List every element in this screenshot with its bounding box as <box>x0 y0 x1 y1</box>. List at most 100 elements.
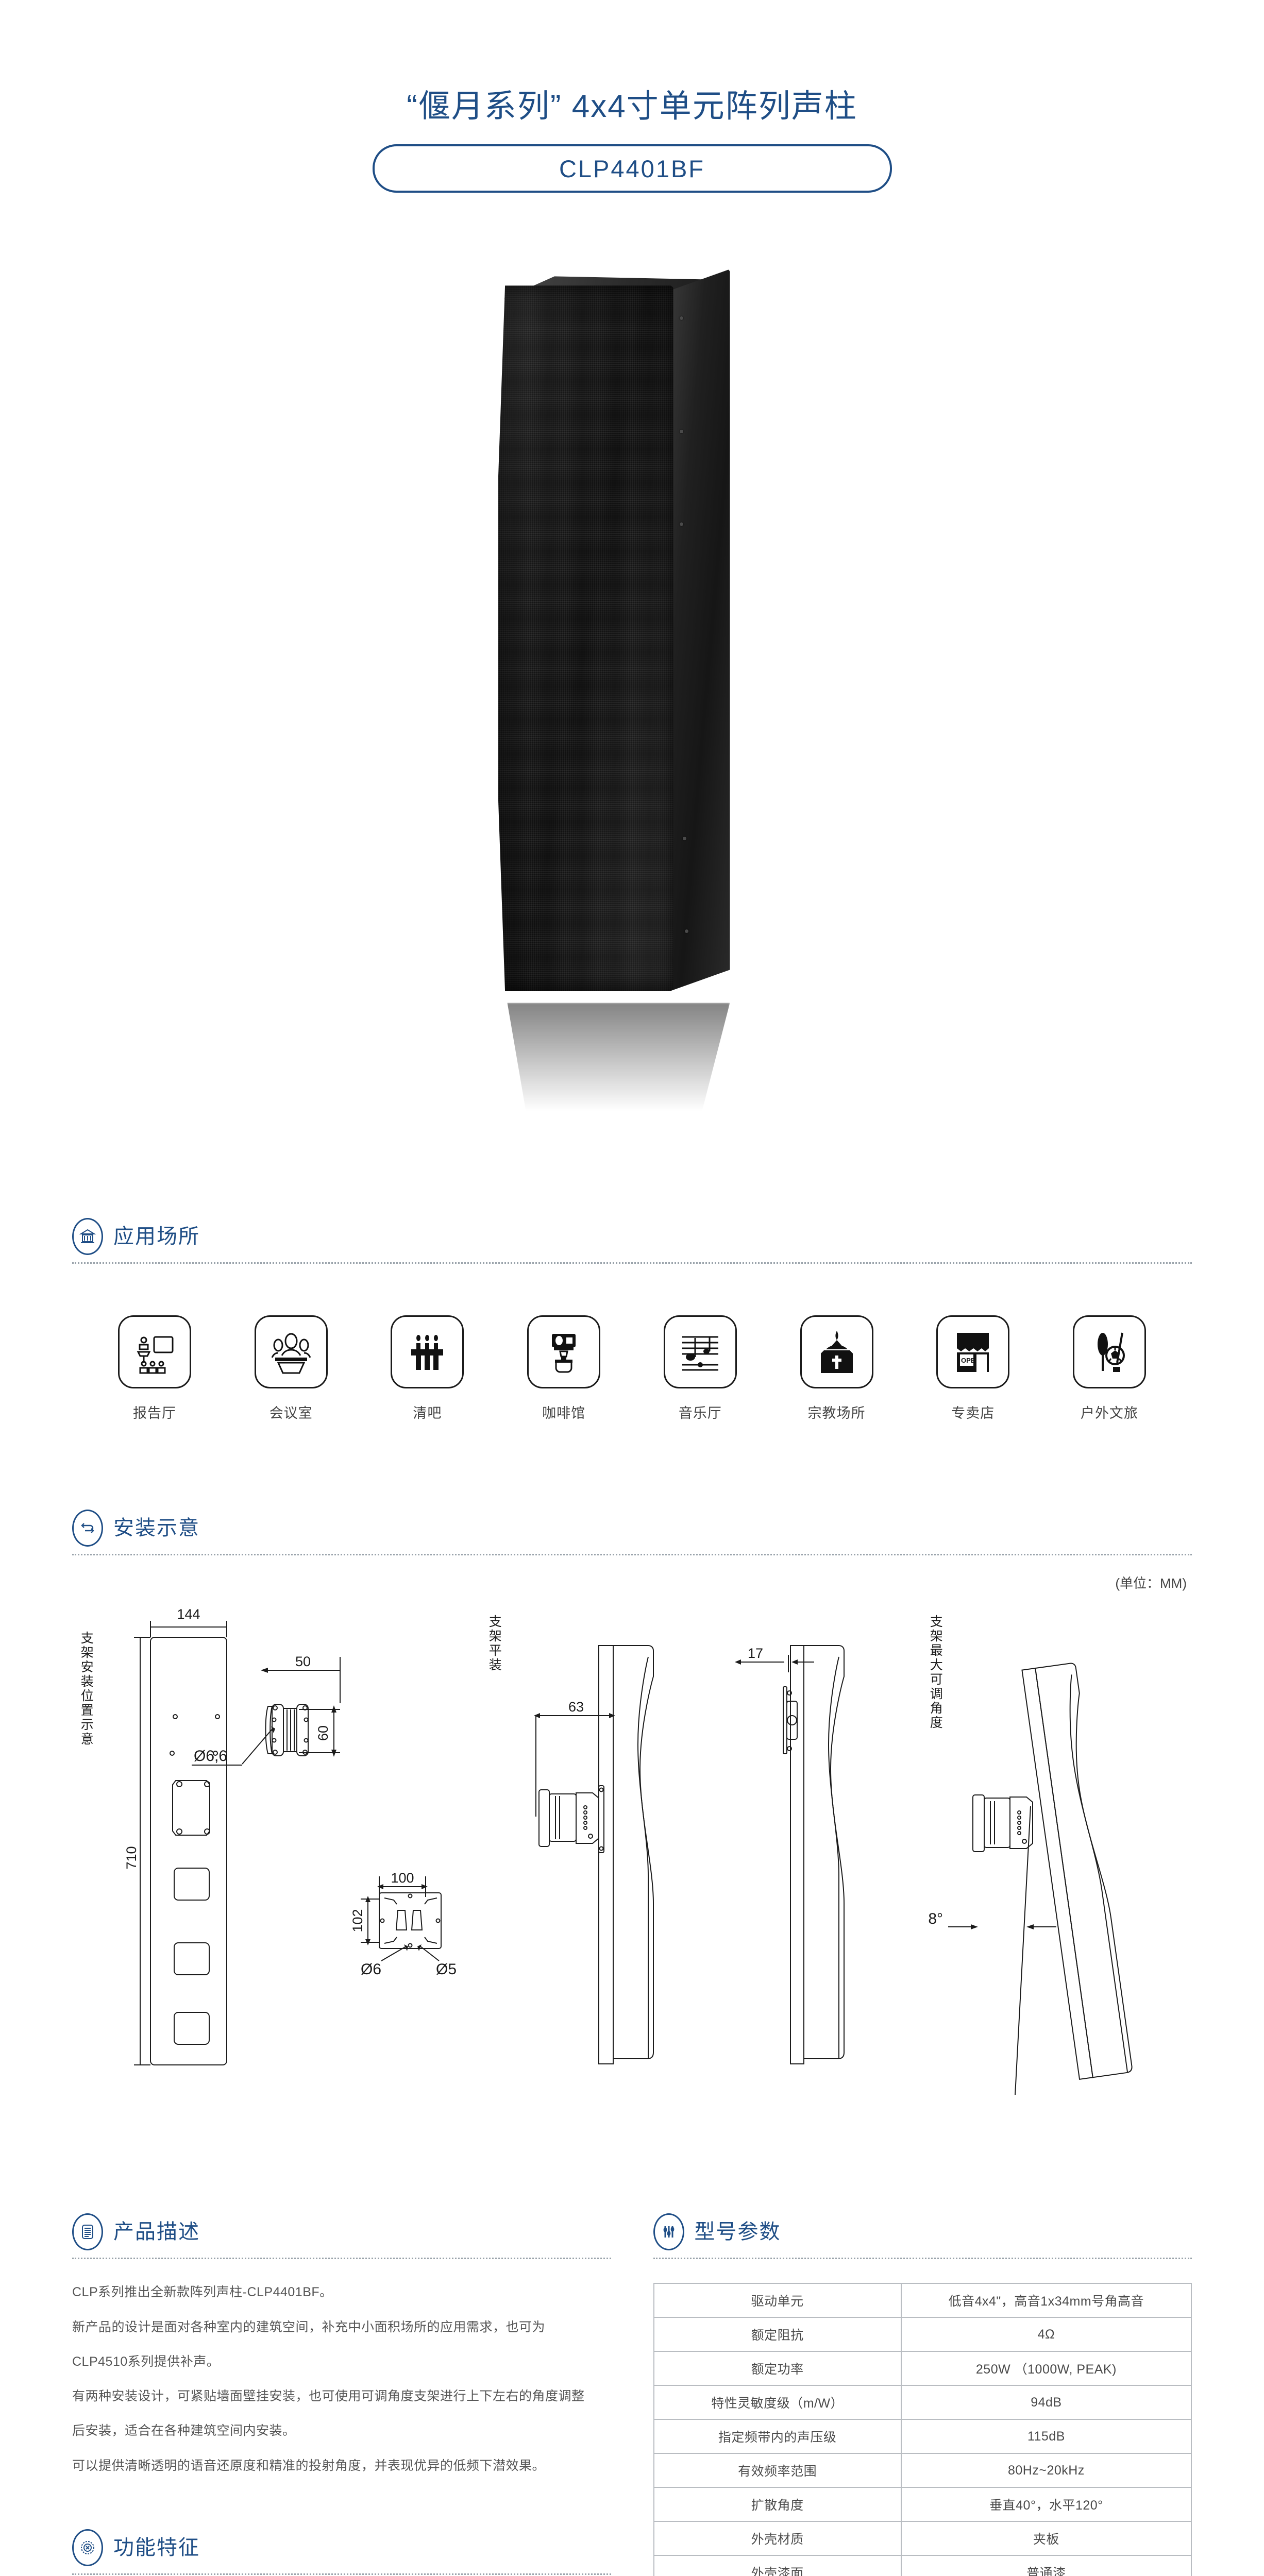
application-item: 宗教场所 <box>785 1315 888 1422</box>
spec-value: 115dB <box>900 2419 1192 2454</box>
installation-drawings: 支架安装位置示意 支架平装 支架最大可调角度 144 710 <box>72 1600 1192 2151</box>
specs-heading: 型号参数 <box>653 2213 1192 2258</box>
spec-key: 有效频率范围 <box>653 2453 902 2488</box>
spec-key: 扩散角度 <box>653 2487 902 2522</box>
sliders-icon <box>653 2213 684 2251</box>
model-number: CLP4401BF <box>559 155 705 182</box>
description-body: CLP系列推出全新款阵列声柱-CLP4401BF。 新产品的设计是面对各种室内的… <box>72 2277 611 2482</box>
specs-title: 型号参数 <box>694 2221 781 2244</box>
shop-icon: OPEN <box>936 1315 1010 1389</box>
page-title: “偃月系列” 4x4寸单元阵列声柱 <box>407 89 857 124</box>
divider <box>653 2258 1192 2260</box>
cafe-icon <box>527 1315 601 1389</box>
document-lines-icon <box>72 2213 103 2251</box>
application-item: 音乐厅 <box>649 1315 752 1422</box>
specs-section: 型号参数 驱动单元 低音4x4"，高音1x34mm号角高音 额定阻抗 4Ω <box>653 2213 1192 2576</box>
technical-drawing-svg: 144 710 <box>124 1606 1133 2095</box>
svg-text:50: 50 <box>295 1654 311 1669</box>
label-bracket-max-angle: 支架最大可调角度 <box>928 1615 943 1731</box>
unit-note: (单位：MM) <box>1115 1575 1187 1591</box>
product-hero <box>0 224 1264 1218</box>
application-item: 会议室 <box>240 1315 343 1422</box>
divider <box>72 2573 611 2575</box>
application-label: 清吧 <box>413 1405 442 1421</box>
svg-text:144: 144 <box>177 1606 200 1622</box>
install-arrows-icon <box>72 1510 103 1547</box>
svg-text:63: 63 <box>568 1699 584 1715</box>
description-paragraph: CLP4510系列提供补声。 <box>72 2354 220 2369</box>
applications-title: 应用场所 <box>113 1225 200 1248</box>
divider <box>72 1554 1192 1556</box>
application-label: 音乐厅 <box>678 1405 722 1421</box>
features-section: 功能特征 采用流线型设计，独有的弧形外观专利，外形美观而实用，音质优美动听。 由… <box>72 2529 611 2576</box>
spec-key: 额定功率 <box>653 2351 902 2386</box>
application-label: 户外文旅 <box>1080 1405 1138 1421</box>
dim-hole-6: Ø6 <box>361 1961 381 1978</box>
description-paragraph: 新产品的设计是面对各种室内的建筑空间，补充中小面积场所的应用需求，也可为 <box>72 2319 546 2334</box>
concert-hall-icon <box>663 1315 737 1389</box>
application-label: 报告厅 <box>133 1405 176 1421</box>
application-label: 会议室 <box>269 1405 313 1421</box>
screw-icon <box>679 522 683 527</box>
divider <box>72 2258 611 2260</box>
dim-hole-5: Ø5 <box>436 1961 457 1978</box>
spec-value: 低音4x4"，高音1x34mm号角高音 <box>900 2283 1192 2318</box>
svg-text:17: 17 <box>748 1646 763 1661</box>
installation-section: 安装示意 (单位：MM) 支架安装位置示意 支架平装 支架最大可调角度 144 <box>72 1510 1192 2151</box>
description-heading: 产品描述 <box>72 2213 611 2258</box>
applications-section: 应用场所 报告厅 <box>72 1218 1192 1422</box>
spec-value: 夹板 <box>900 2521 1192 2556</box>
dim-angle-8: 8° <box>928 1910 943 1927</box>
screw-icon <box>684 929 688 934</box>
spec-key: 额定阻抗 <box>653 2317 902 2352</box>
speaker-image <box>488 255 777 1111</box>
label-bracket-flat: 支架平装 <box>487 1615 502 1673</box>
features-heading: 功能特征 <box>72 2529 611 2573</box>
installation-heading: 安装示意 <box>72 1510 1192 1554</box>
spec-value: 4Ω <box>900 2317 1192 2352</box>
spec-key: 外壳材质 <box>653 2521 902 2556</box>
gear-icon <box>72 2529 103 2566</box>
application-item: 户外文旅 <box>1058 1315 1161 1422</box>
svg-text:OPEN: OPEN <box>961 1357 980 1364</box>
spec-key: 指定频带内的声压级 <box>653 2419 902 2454</box>
description-paragraph: CLP系列推出全新款阵列声柱-CLP4401BF。 <box>72 2285 333 2300</box>
left-column: 产品描述 CLP系列推出全新款阵列声柱-CLP4401BF。 新产品的设计是面对… <box>72 2213 611 2576</box>
right-column: 型号参数 驱动单元 低音4x4"，高音1x34mm号角高音 额定阻抗 4Ω <box>653 2213 1192 2576</box>
label-bracket-position: 支架安装位置示意 <box>79 1631 94 1747</box>
spec-key: 驱动单元 <box>653 2283 902 2318</box>
installation-title: 安装示意 <box>113 1517 200 1540</box>
dim-hole-66: Ø6,6 <box>194 1748 227 1765</box>
speaker-side-panel <box>669 269 730 992</box>
application-label: 咖啡馆 <box>542 1405 586 1421</box>
table-row: 扩散角度 垂直40°，水平120° <box>653 2487 1192 2522</box>
table-row: 外壳材质 夹板 <box>653 2521 1192 2556</box>
spec-value: 94dB <box>900 2385 1192 2420</box>
bottom-columns: 产品描述 CLP系列推出全新款阵列声柱-CLP4401BF。 新产品的设计是面对… <box>72 2213 1192 2576</box>
spec-value: 垂直40°，水平120° <box>900 2487 1192 2522</box>
svg-text:60: 60 <box>315 1725 331 1741</box>
screw-icon <box>682 837 686 841</box>
applications-heading: 应用场所 <box>72 1218 1192 1262</box>
table-row: 特性灵敏度级（m/W） 94dB <box>653 2385 1192 2420</box>
bar-icon <box>391 1315 464 1389</box>
spec-table: 驱动单元 低音4x4"，高音1x34mm号角高音 额定阻抗 4Ω 额定功率 25… <box>653 2283 1192 2576</box>
svg-text:710: 710 <box>124 1846 139 1870</box>
description-paragraph: 后安装，适合在各种建筑空间内安装。 <box>72 2424 296 2438</box>
table-row: 额定阻抗 4Ω <box>653 2317 1192 2352</box>
building-icon <box>72 1218 103 1256</box>
table-row: 外壳漆面 普通漆 <box>653 2555 1192 2576</box>
svg-text:102: 102 <box>350 1909 365 1933</box>
application-item: 报告厅 <box>103 1315 206 1422</box>
outdoor-tourism-icon <box>1072 1315 1146 1389</box>
features-title: 功能特征 <box>113 2536 200 2559</box>
product-description-section: 产品描述 CLP系列推出全新款阵列声柱-CLP4401BF。 新产品的设计是面对… <box>72 2213 611 2482</box>
svg-text:100: 100 <box>391 1870 414 1886</box>
spec-value: 80Hz~20kHz <box>900 2453 1192 2488</box>
lecture-hall-icon <box>118 1315 191 1389</box>
speaker-grille <box>498 285 673 992</box>
description-paragraph: 可以提供清晰透明的语音还原度和精准的投射角度，并表现优异的低频下潜效果。 <box>72 2458 546 2473</box>
church-icon <box>800 1315 873 1389</box>
model-badge: CLP4401BF <box>372 144 892 193</box>
